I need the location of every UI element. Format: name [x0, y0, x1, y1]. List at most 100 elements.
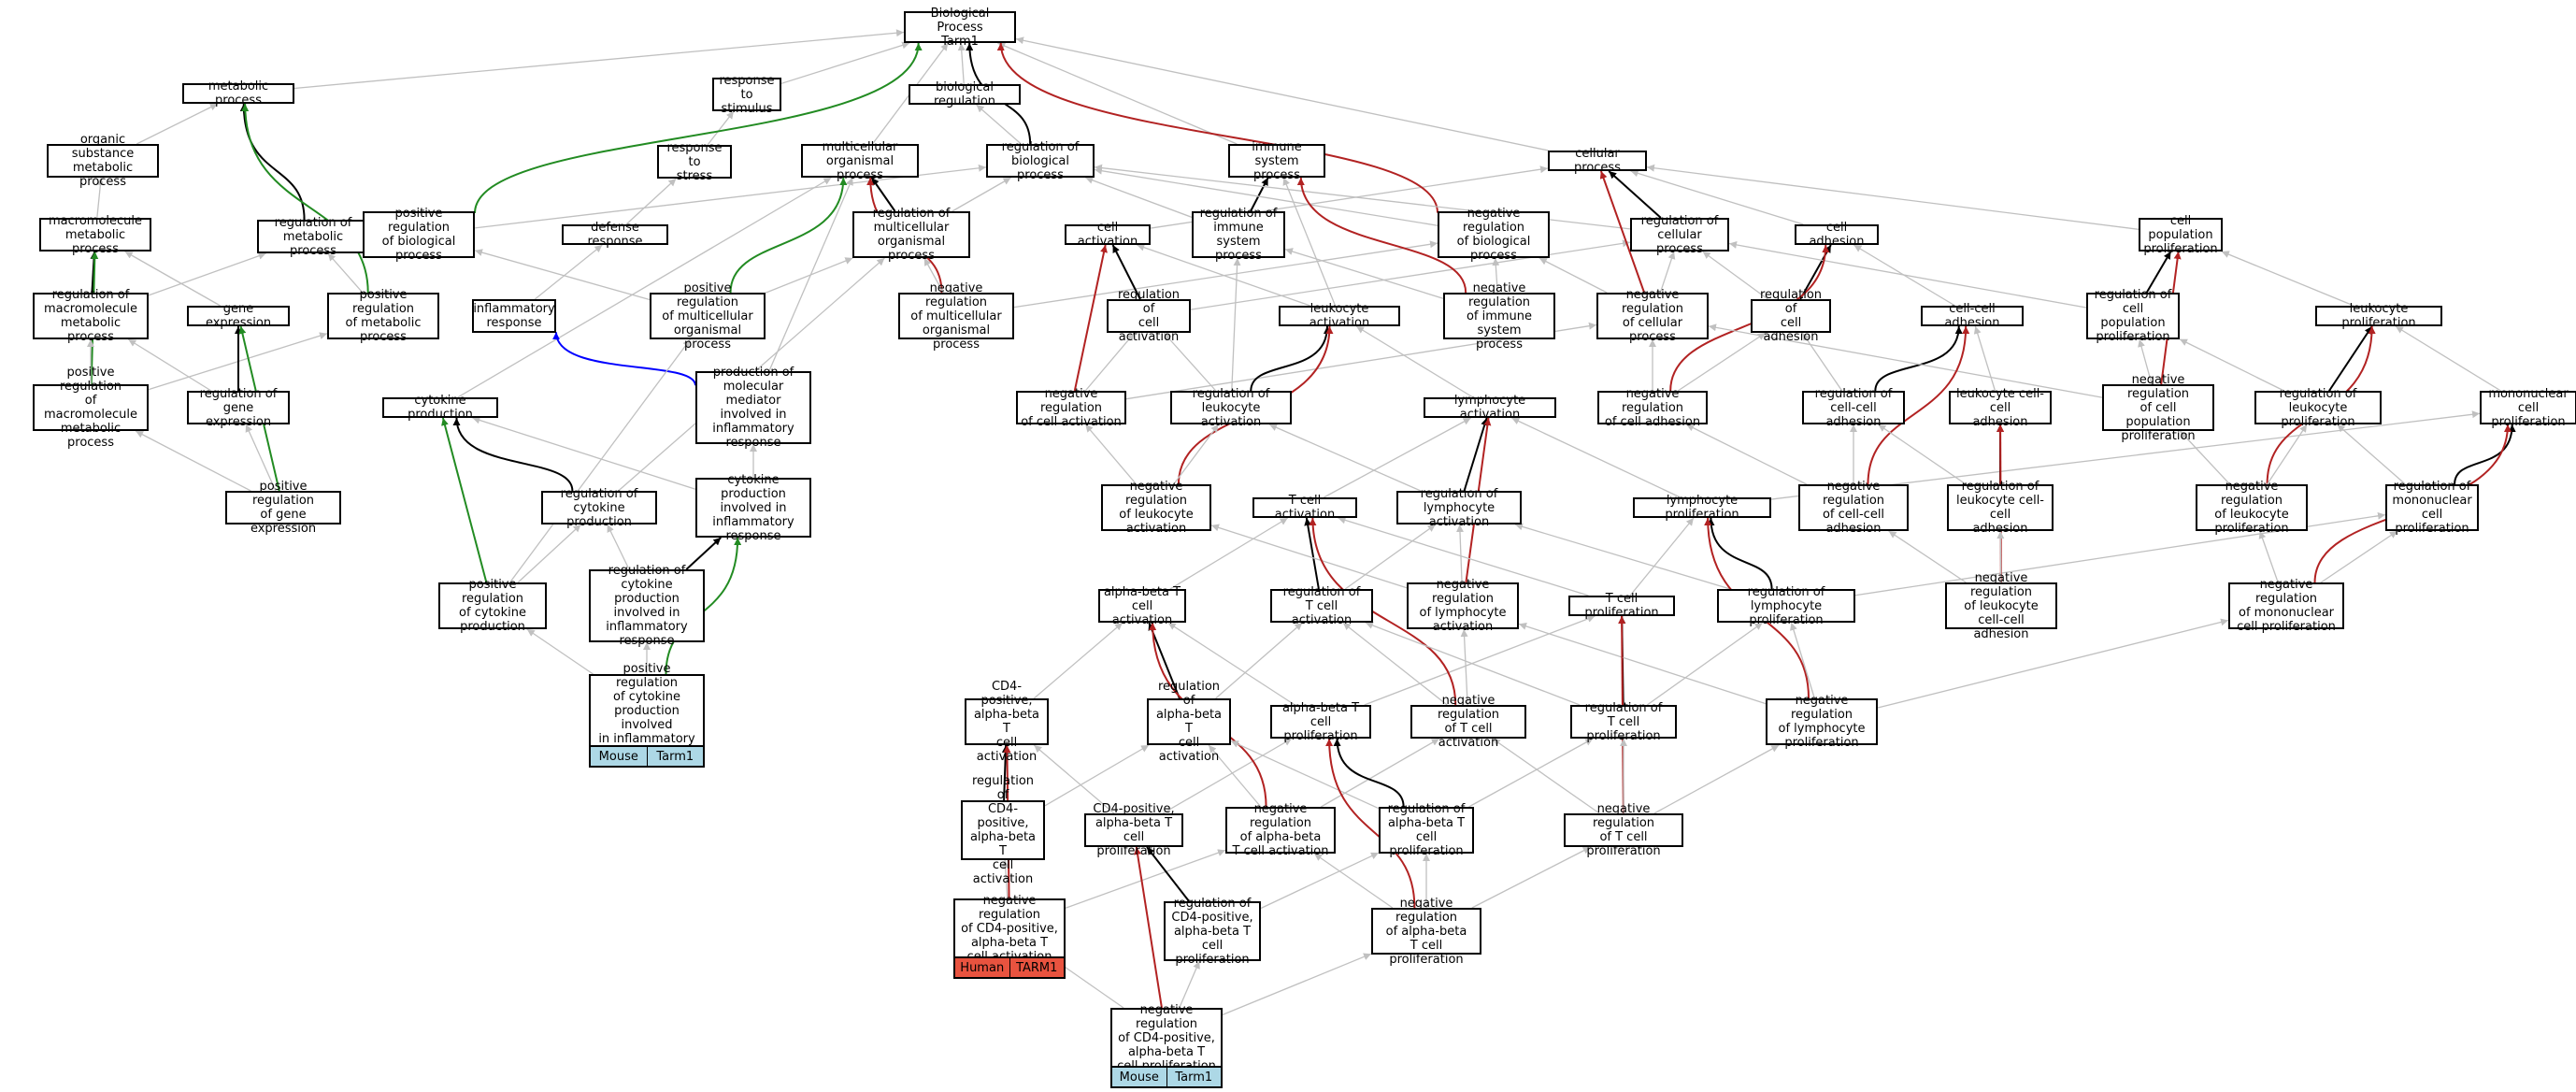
- go-term-nrlp[interactable]: negative regulation of leukocyte prolife…: [2196, 480, 2308, 536]
- go-term-tca[interactable]: T cell activation: [1252, 494, 1357, 522]
- go-term-nrcpp[interactable]: negative regulation of cell population p…: [2102, 373, 2214, 443]
- go-term-abtcp[interactable]: alpha-beta T cell proliferation: [1270, 701, 1371, 743]
- go-term-ir[interactable]: inflammatory response: [472, 299, 556, 333]
- go-term-prcyp[interactable]: positive regulation of cytokine producti…: [438, 578, 547, 634]
- go-term-cpp[interactable]: cell population proliferation: [2139, 214, 2223, 256]
- go-term-rcyp[interactable]: regulation of cytokine production: [541, 487, 657, 529]
- go-term-rla[interactable]: regulation of leukocyte activation: [1170, 387, 1292, 429]
- go-term-breg[interactable]: biological regulation: [909, 80, 1021, 108]
- go-term-rca[interactable]: regulation of cell activation: [1107, 288, 1191, 344]
- go-term-cd4abtcp[interactable]: CD4-positive, alpha-beta T cell prolifer…: [1084, 802, 1183, 858]
- edge-nrlccadh-to-nrccadh: [1888, 530, 1967, 583]
- go-term-mp[interactable]: metabolic process: [182, 79, 294, 108]
- go-term-rmp[interactable]: regulation of metabolic process: [257, 216, 369, 258]
- edge-abtcp-to-abtca: [1167, 622, 1295, 706]
- go-term-nrtca[interactable]: negative regulation of T cell activation: [1410, 694, 1526, 750]
- go-term-prmp[interactable]: positive regulation of metabolic process: [327, 288, 439, 344]
- go-term-cyp[interactable]: cytokine production: [382, 394, 498, 422]
- go-term-ca[interactable]: cell activation: [1065, 221, 1151, 249]
- go-term-prmmp[interactable]: positive regulation of macromolecule met…: [33, 366, 149, 450]
- go-term-nrabtcp[interactable]: negative regulation of alpha-beta T cell…: [1371, 897, 1481, 967]
- go-term-rabtcp[interactable]: regulation of alpha-beta T cell prolifer…: [1379, 802, 1474, 858]
- go-term-rmop[interactable]: regulation of multicellular organismal p…: [852, 207, 970, 263]
- go-term-tcp[interactable]: T cell proliferation: [1568, 592, 1675, 620]
- go-term-lya[interactable]: lymphocyte activation: [1424, 394, 1556, 422]
- go-term-nrcd4abtca[interactable]: negative regulation of CD4-positive, alp…: [953, 894, 1066, 964]
- go-term-rts[interactable]: response to stimulus: [712, 74, 781, 116]
- go-term-dr[interactable]: defense response: [562, 221, 668, 249]
- go-term-prbp[interactable]: positive regulation of biological proces…: [363, 207, 475, 263]
- go-term-mop[interactable]: multicellular organismal process: [801, 140, 919, 182]
- go-term-cpir[interactable]: cytokine production involved in inflamma…: [695, 473, 811, 543]
- go-term-isp[interactable]: immune system process: [1228, 140, 1325, 182]
- go-term-nrcp[interactable]: negative regulation of cellular process: [1596, 288, 1709, 344]
- go-term-rlp[interactable]: regulation of leukocyte proliferation: [2254, 387, 2382, 429]
- go-term-lyp[interactable]: lymphocyte proliferation: [1633, 494, 1771, 522]
- go-term-lccadh[interactable]: leukocyte cell-cell adhesion: [1949, 387, 2052, 429]
- edge-rabtca-to-abtca: [1148, 622, 1181, 699]
- go-term-rtstress[interactable]: response to stress: [657, 141, 732, 183]
- go-term-prge[interactable]: positive regulation of gene expression: [225, 480, 341, 536]
- go-term-rcp[interactable]: regulation of cellular process: [1630, 214, 1729, 256]
- edge-prcpir-to-prcyp: [526, 628, 594, 675]
- go-term-rtcp[interactable]: regulation of T cell proliferation: [1570, 701, 1677, 743]
- go-term-rge[interactable]: regulation of gene expression: [187, 387, 290, 429]
- edge-nrcd4abtcp-to-cd4abtcp: [1134, 846, 1163, 1009]
- edge-prmop-to-mop: [729, 177, 848, 294]
- go-term-abtca[interactable]: alpha-beta T cell activation: [1098, 585, 1186, 627]
- go-term-nrmcp[interactable]: negative regulation of mononuclear cell …: [2228, 578, 2344, 634]
- edge-nrcd4abtcp-to-rcd4abtcp: [1179, 960, 1200, 1009]
- edge-nrabtca-to-nrtca: [1320, 738, 1440, 808]
- go-term-ge[interactable]: gene expression: [187, 302, 290, 330]
- go-term-cd4abtca[interactable]: CD4-positive, alpha-beta T cell activati…: [965, 680, 1049, 764]
- go-term-nrca[interactable]: negative regulation of cell activation: [1016, 387, 1126, 429]
- go-term-pmm[interactable]: production of molecular mediator involve…: [695, 366, 811, 450]
- go-term-prcpir[interactable]: positive regulation of cytokine producti…: [589, 662, 705, 760]
- go-term-rccadh[interactable]: regulation of cell-cell adhesion: [1802, 387, 1905, 429]
- edge-nrmcp-to-nrlp: [2258, 530, 2279, 583]
- go-term-rlccadh[interactable]: regulation of leukocyte cell-cell adhesi…: [1947, 480, 2054, 536]
- go-term-nrlccadh[interactable]: negative regulation of leukocyte cell-ce…: [1945, 571, 2057, 641]
- go-term-rbp[interactable]: regulation of biological process: [986, 140, 1095, 182]
- go-term-rcadh[interactable]: regulation of cell adhesion: [1751, 288, 1831, 344]
- go-term-bp[interactable]: Biological Process Tarm1: [904, 7, 1016, 49]
- go-term-rcd4abtca[interactable]: regulation of CD4-positive, alpha-beta T…: [961, 774, 1045, 886]
- go-term-osmp[interactable]: organic substance metabolic process: [47, 133, 159, 189]
- edge-rtca-to-rlya: [1344, 524, 1437, 590]
- go-term-mmp[interactable]: macromolecule metabolic process: [39, 214, 151, 256]
- go-term-lp[interactable]: leukocyte proliferation: [2315, 302, 2442, 330]
- edge-rmop-to-rbp: [952, 177, 1011, 212]
- go-term-la[interactable]: leukocyte activation: [1279, 302, 1400, 330]
- go-term-rcpir[interactable]: regulation of cytokine production involv…: [589, 564, 705, 648]
- go-term-nrbp[interactable]: negative regulation of biological proces…: [1438, 207, 1550, 263]
- go-term-nrisp[interactable]: negative regulation of immune system pro…: [1443, 281, 1555, 352]
- edge-nrca-to-rca: [1084, 332, 1136, 392]
- edge-rmcp-to-mcp: [2454, 424, 2516, 485]
- go-term-rmmp[interactable]: regulation of macromolecule metabolic pr…: [33, 288, 149, 344]
- go-term-cp[interactable]: cellular process: [1548, 147, 1647, 175]
- go-term-nrlyp[interactable]: negative regulation of lymphocyte prolif…: [1766, 694, 1878, 750]
- go-term-nrlya[interactable]: negative regulation of lymphocyte activa…: [1407, 578, 1519, 634]
- go-term-rabtca[interactable]: regulation of alpha-beta T cell activati…: [1147, 680, 1231, 764]
- go-term-nrla[interactable]: negative regulation of leukocyte activat…: [1101, 480, 1211, 536]
- go-term-rcd4abtcp[interactable]: regulation of CD4-positive, alpha-beta T…: [1164, 897, 1261, 967]
- go-term-ccadh[interactable]: cell-cell adhesion: [1921, 302, 2024, 330]
- go-term-nrcadh[interactable]: negative regulation of cell adhesion: [1597, 387, 1708, 429]
- go-term-cadh[interactable]: cell adhesion: [1795, 221, 1879, 249]
- go-term-rcpp[interactable]: regulation of cell population proliferat…: [2086, 288, 2180, 344]
- go-term-prmop[interactable]: positive regulation of multicellular org…: [650, 281, 766, 352]
- edge-rtcp-to-rtca: [1365, 622, 1581, 706]
- go-term-mcp[interactable]: mononuclear cell proliferation: [2480, 387, 2576, 429]
- go-term-nrtcp[interactable]: negative regulation of T cell proliferat…: [1564, 802, 1683, 858]
- edge-rts-to-bp: [780, 41, 910, 84]
- go-term-rmcp[interactable]: regulation of mononuclear cell prolifera…: [2385, 480, 2479, 536]
- go-term-rtca[interactable]: regulation of T cell activation: [1270, 585, 1373, 627]
- go-term-nrccadh[interactable]: negative regulation of cell-cell adhesio…: [1798, 480, 1909, 536]
- go-term-nrcd4abtcp[interactable]: negative regulation of CD4-positive, alp…: [1110, 1003, 1223, 1073]
- edge-nrlp-to-nrcpp: [2179, 430, 2231, 485]
- go-term-rlya[interactable]: regulation of lymphocyte activation: [1396, 487, 1522, 529]
- go-term-nrmop[interactable]: negative regulation of multicellular org…: [898, 281, 1014, 352]
- go-term-risp[interactable]: regulation of immune system process: [1192, 207, 1285, 263]
- go-term-rlyp[interactable]: regulation of lymphocyte proliferation: [1717, 585, 1855, 627]
- go-term-nrabtca[interactable]: negative regulation of alpha-beta T cell…: [1225, 802, 1336, 858]
